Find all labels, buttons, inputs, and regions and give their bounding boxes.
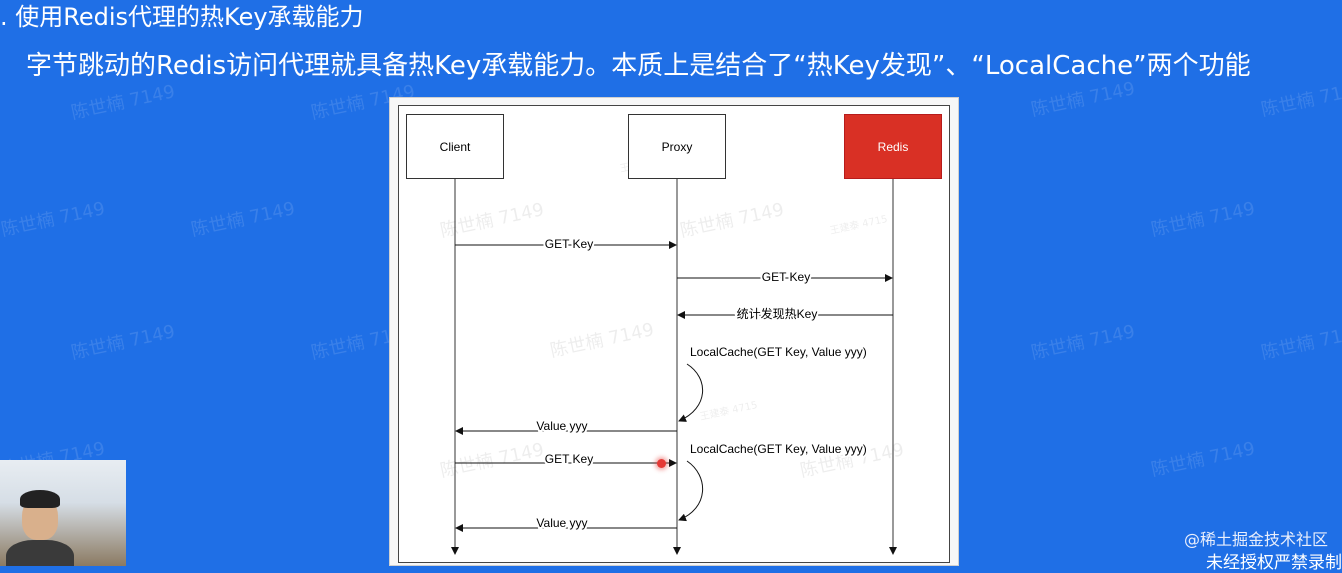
watermark-text: 陈世楠 7149 [69,321,177,364]
watermark-text: 陈世楠 7149 [189,198,297,241]
watermark-text: 陈世楠 7149 [1149,198,1257,241]
message-label: 统计发现热Key [737,306,818,321]
message-label: LocalCache(GET Key, Value yyy) [690,345,867,359]
self-message-arrow [678,363,703,422]
message-label: Value yyy [536,516,587,530]
message-label: LocalCache(GET Key, Value yyy) [690,442,867,456]
message-label: GET Key [545,237,593,251]
message-label: Value yyy [536,419,587,433]
watermark-text: 陈世楠 7149 [0,198,107,241]
legal-watermark: 未经授权严禁录制 [1206,553,1342,573]
slide-title: . 使用Redis代理的热Key承载能力 [0,3,364,31]
sequence-diagram-card: 陈世楠 7149 陈世楠 7149 陈世楠 7149 陈世楠 7149 陈世楠 … [389,97,959,566]
presenter-body [6,540,74,566]
slide-subtitle: 字节跳动的Redis访问代理就具备热Key承载能力。本质上是结合了“热Key发现… [26,51,1251,81]
message-label: GET Key [762,270,810,284]
participant-client: Client [406,114,504,179]
sequence-diagram-svg: GET Key GET Key 统计发现热Key LocalCache(GET … [451,179,897,555]
self-message-arrow [678,460,703,522]
message-label: GET Key [545,452,593,466]
brand-watermark: @稀土掘金技术社区 [1183,530,1328,549]
sequence-diagram-frame: 陈世楠 7149 陈世楠 7149 陈世楠 7149 陈世楠 7149 陈世楠 … [398,105,950,563]
watermark-text: 陈世楠 7149 [1259,321,1342,364]
watermark-text: 陈世楠 7149 [1149,438,1257,481]
watermark-text: 陈世楠 7149 [1029,321,1137,364]
watermark-text: 陈世楠 7149 [69,81,177,124]
participant-redis: Redis [844,114,942,179]
presenter-hair [20,490,60,508]
pointer-highlight [657,459,666,468]
participant-proxy: Proxy [628,114,726,179]
presenter-webcam [0,460,126,566]
watermark-text: 陈世楠 7149 [1259,78,1342,121]
